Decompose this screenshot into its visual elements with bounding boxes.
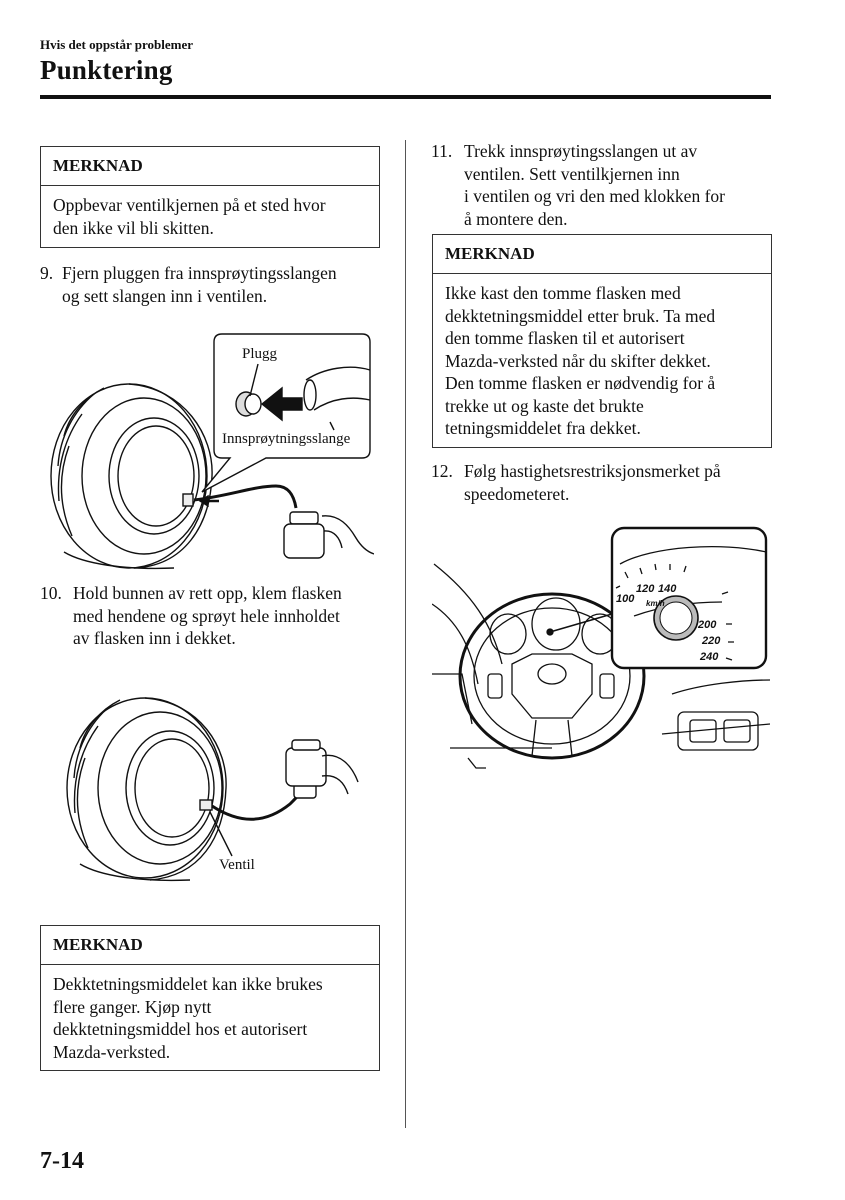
label-plug: Plugg [242,346,278,362]
speedo-label-100: 100 [616,593,635,605]
step-line: Hold bunnen av rett opp, klem flasken [73,583,342,603]
step-line: Følg hastighetsrestriksjonsmerket på [464,461,721,481]
section-label: Hvis det oppstår problemer [40,37,193,52]
note-line: dekktetningsmiddel etter bruk. Ta med [445,305,716,326]
note-line: Dekktetningsmiddelet kan ikke brukes [53,974,323,994]
step-12: 12. Følg hastighetsrestriksjonsmerket på… [431,460,776,506]
title-rule [40,95,771,99]
note-body: Dekktetningsmiddelet kan ikke brukes fle… [41,965,379,1071]
note-box-empty-bottle: MERKNAD Ikke kast den tomme flasken med … [432,234,772,448]
step-text: Trekk innsprøytingsslangen ut av ventile… [464,140,725,230]
note-line: Ikke kast den tomme flasken med [445,283,681,303]
step-number: 12. [431,461,453,481]
step-line: med hendene og sprøyt hele innholdet [73,605,340,626]
note-heading: MERKNAD [433,235,771,274]
speedo-label-140: 140 [658,583,677,595]
step-line: og sett slangen inn i ventilen. [62,285,268,306]
step-10: 10. Hold bunnen av rett opp, klem flaske… [40,582,385,652]
note-line: flere ganger. Kjøp nytt [53,996,212,1017]
note-box-storage: MERKNAD Oppbevar ventilkjernen på et ste… [40,146,380,248]
note-body: Oppbevar ventilkjernen på et sted hvor d… [41,186,379,247]
label-hose: Innsprøytningsslange [222,431,351,447]
step-text: Fjern pluggen fra innsprøytingsslangen o… [62,262,337,307]
note-heading: MERKNAD [41,926,379,965]
step-9: 9. Fjern pluggen fra innsprøytingsslange… [40,262,385,308]
speedo-unit: km/h [646,599,665,608]
note-heading: MERKNAD [41,147,379,186]
page-title: Punktering [40,55,173,85]
step-text: Følg hastighetsrestriksjonsmerket på spe… [464,460,721,505]
note-line: den ikke vil bli skitten. [53,217,214,238]
speedo-label-120: 120 [636,583,655,595]
note-body: Ikke kast den tomme flasken med dekktetn… [433,274,771,448]
figure-dashboard: 100 120 140 200 220 240 km/h [431,524,771,780]
page-number: 7-14 [40,1148,84,1174]
step-line: Fjern pluggen fra innsprøytingsslangen [62,263,337,283]
column-divider [405,140,406,1128]
step-line: av flasken inn i dekket. [73,628,236,648]
step-number: 11. [431,141,453,161]
step-line: speedometeret. [464,483,570,504]
note-line: Mazda-verksted. [53,1041,171,1062]
step-text: Hold bunnen av rett opp, klem flasken me… [73,582,342,650]
label-valve: Ventil [219,857,255,873]
note-line: trekke ut og kaste det brukte [445,395,644,416]
speedo-label-240: 240 [699,651,719,663]
note-box-single-use: MERKNAD Dekktetningsmiddelet kan ikke br… [40,925,380,1071]
note-line: Oppbevar ventilkjernen på et sted hvor [53,195,326,215]
step-number: 9. [40,263,54,283]
note-line: Den tomme flasken er nødvendig for å [445,373,716,393]
step-line: ventilen. Sett ventilkjernen inn [464,163,680,184]
note-line: den tomme flasken til et autorisert [445,328,685,348]
speedo-label-220: 220 [701,635,721,647]
note-line: Mazda-verksted når du skifter dekket. [445,350,711,371]
figure-inject: Ventil [60,686,360,886]
step-number: 10. [40,583,62,603]
speedo-label-200: 200 [697,619,717,631]
figure-plug-hose: Plugg Innsprøytningsslange [44,326,375,572]
step-line: Trekk innsprøytingsslangen ut av [464,141,698,161]
note-line: dekktetningsmiddel hos et autorisert [53,1019,308,1039]
note-line: tetningsmiddelet fra dekket. [445,418,641,438]
step-11: 11. Trekk innsprøytingsslangen ut av ven… [431,140,776,232]
step-line: å montere den. [464,208,568,229]
step-line: i ventilen og vri den med klokken for [464,186,725,206]
